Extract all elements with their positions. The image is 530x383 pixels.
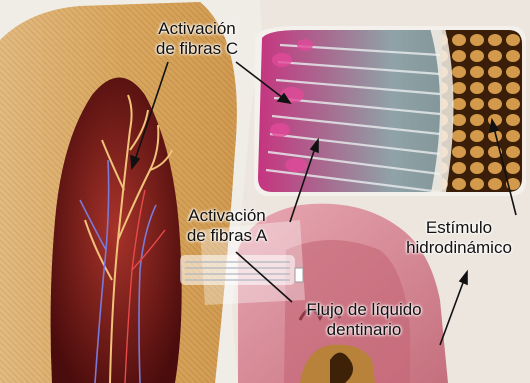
label-a-fibers-activation: Activación de fibras A bbox=[168, 206, 286, 246]
enamel-cells bbox=[442, 28, 530, 198]
label-dentinal-fluid-flow: Flujo de líquido dentinario bbox=[284, 300, 444, 340]
label-hydrodynamic-stimulus: Estímulo hidrodinámico bbox=[389, 218, 529, 258]
label-c-fibers-line2: de fibras C bbox=[133, 39, 261, 59]
label-flow-line2: dentinario bbox=[284, 320, 444, 340]
label-flow-line1: Flujo de líquido bbox=[284, 300, 444, 320]
label-hydro-line2: hidrodinámico bbox=[389, 238, 529, 258]
dentin-tubules-magnified-inset bbox=[254, 26, 530, 198]
label-a-fibers-line1: Activación bbox=[168, 206, 286, 226]
label-c-fibers-line1: Activación bbox=[133, 19, 261, 39]
label-hydro-line1: Estímulo bbox=[389, 218, 529, 238]
label-a-fibers-line2: de fibras A bbox=[168, 226, 286, 246]
label-c-fibers-activation: Activación de fibras C bbox=[133, 19, 261, 59]
